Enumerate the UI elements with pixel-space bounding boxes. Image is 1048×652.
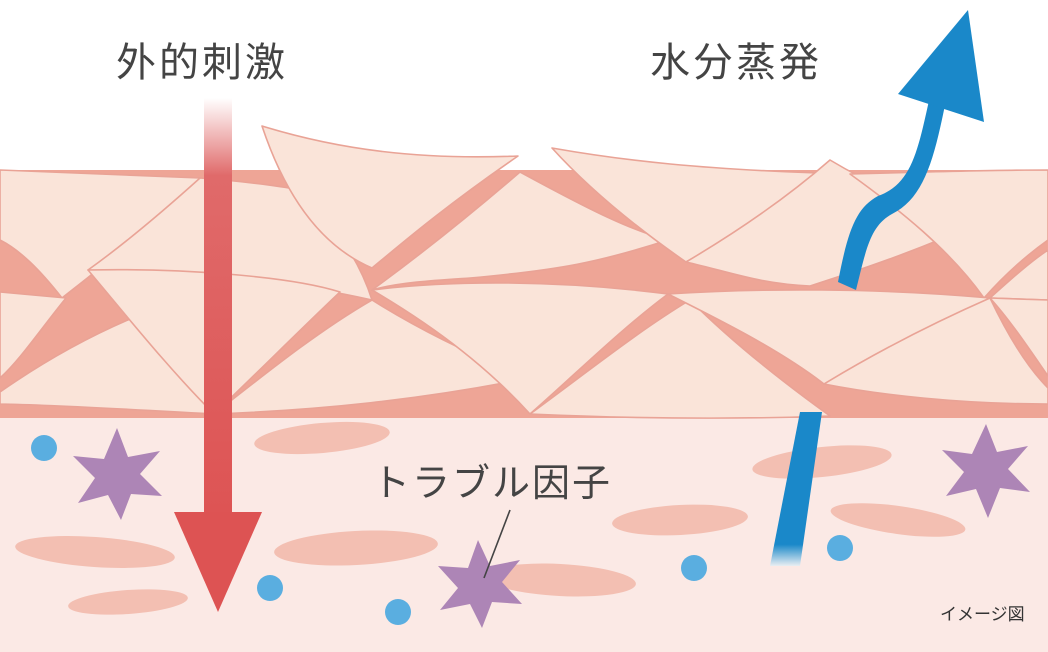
trouble-factors [73, 424, 1030, 628]
trouble-factor-star-icon [73, 428, 162, 520]
moisture-dot-icon [257, 575, 283, 601]
trouble-factor-leader-line [483, 509, 511, 579]
cell [612, 504, 748, 536]
moisture-dot-icon [385, 599, 411, 625]
scale [261, 125, 519, 269]
image-note-label: イメージ図 [940, 605, 1025, 625]
trouble-factor-star-icon [942, 424, 1030, 518]
cell [274, 530, 438, 566]
moisture-dot-icon [827, 535, 853, 561]
cell [254, 421, 390, 455]
trouble-factor-star-icon [438, 540, 522, 628]
cell [830, 503, 966, 537]
scale [0, 291, 67, 379]
cell [752, 445, 892, 479]
cell [68, 589, 188, 615]
moisture-dot-icon [681, 555, 707, 581]
external-stimulus-label: 外的刺激 [116, 40, 288, 86]
water-evaporation-label: 水分蒸発 [650, 40, 822, 86]
scale [371, 282, 669, 415]
moisture-dot-icon [31, 435, 57, 461]
cell [484, 563, 636, 597]
scale [371, 171, 669, 291]
trouble-factor-label: トラブル因子 [372, 461, 613, 505]
evaporation-arrow-icon [770, 10, 984, 566]
scale [529, 299, 831, 419]
scale [823, 297, 1048, 405]
moisture-dots [31, 435, 853, 625]
cell [15, 536, 175, 568]
dermis-cells [15, 421, 966, 615]
stimulus-arrow-icon [174, 98, 262, 612]
